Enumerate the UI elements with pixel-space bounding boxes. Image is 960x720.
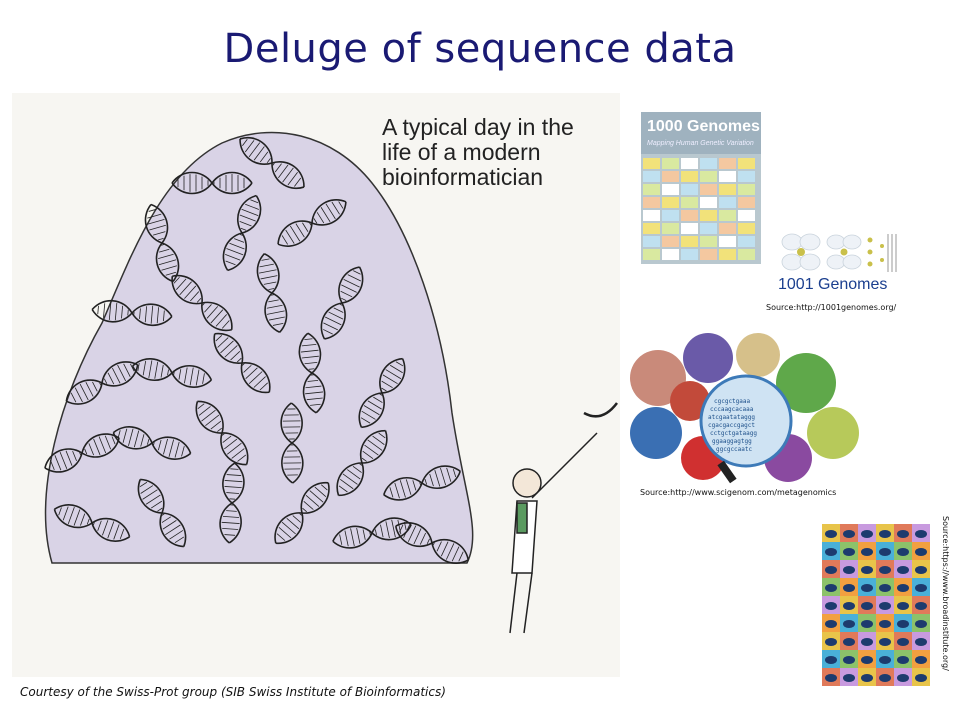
1001-genomes-flower-image [778,232,898,276]
1000-genomes-subtitle: Mapping Human Genetic Variation [647,140,754,147]
metagenomics-source: Source:http://www.scigenom.com/metagenom… [640,488,837,497]
svg-text:cgacgaccgagct: cgacgaccgagct [708,422,755,429]
svg-text:cccaagcacaaa: cccaagcacaaa [710,406,754,413]
svg-text:ggaaggagtgg: ggaaggagtgg [712,438,752,445]
broad-source: Source:https://www.broadinstitute.org/ [941,516,950,671]
svg-text:atcgaatataggg: atcgaatataggg [708,414,755,421]
scientist-figure [509,402,618,634]
broad-animals-grid-image [822,524,930,686]
slide-title: Deluge of sequence data [223,26,737,72]
sequence-letters-graphic [641,154,761,264]
1001-genomes-source: Source:http://1001genomes.org/ [766,303,897,312]
svg-text:ggcgccaatc: ggcgccaatc [716,446,753,453]
dna-cartoon-image: A typical day in the life of a modern bi… [12,93,620,677]
courtesy-credit: Courtesy of the Swiss-Prot group (SIB Sw… [20,685,446,699]
svg-text:cgcgctgaaa: cgcgctgaaa [714,398,751,405]
1001-genomes-label: 1001 Genomes [778,276,888,293]
1000-genomes-cover-image: 1000 Genomes Mapping Human Genetic Varia… [641,112,761,264]
cartoon-caption: A typical day in the life of a modern bi… [382,114,574,190]
svg-text:cctgctgataagg: cctgctgataagg [710,430,757,437]
arabidopsis-flowers-graphic [781,233,897,272]
1000-genomes-title: 1000 Genomes [647,118,760,135]
dna-pile-illustration [44,131,618,634]
animal-silhouettes-graphic [822,524,930,686]
